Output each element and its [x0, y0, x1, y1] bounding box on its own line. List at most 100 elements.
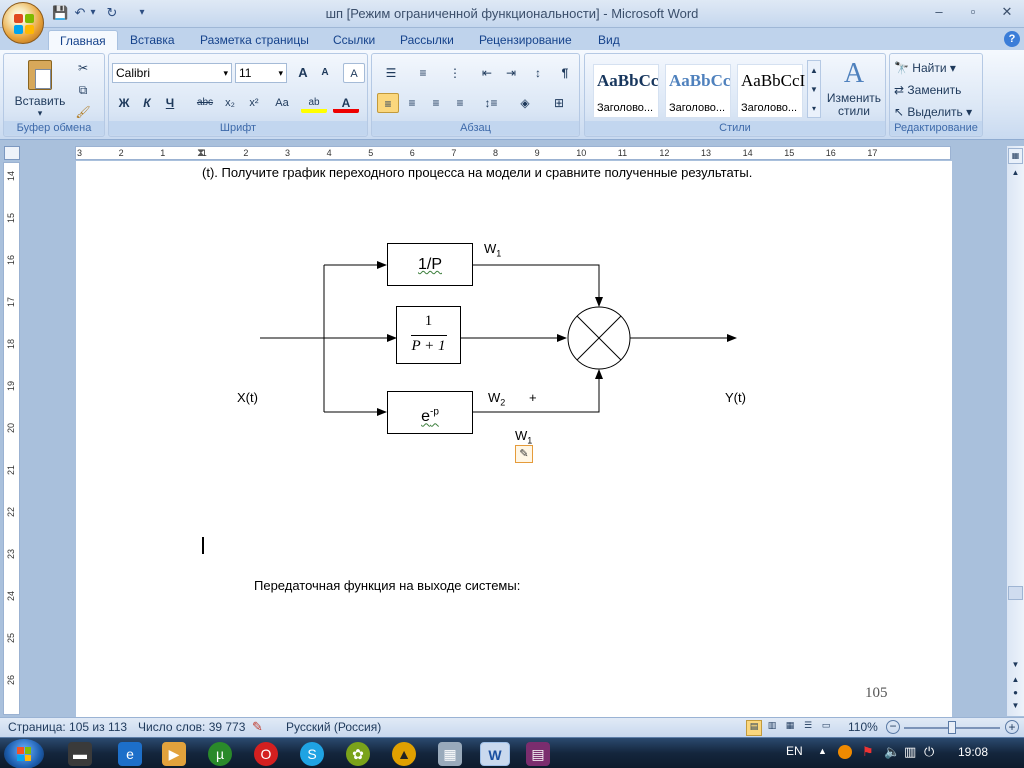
- change-case-button[interactable]: Aa: [275, 97, 289, 109]
- indent-marker-icon[interactable]: ⧗: [197, 147, 205, 159]
- undo-dropdown-icon[interactable]: ▾: [90, 7, 96, 18]
- font-name-select[interactable]: Calibri▾: [112, 63, 232, 83]
- shading-icon[interactable]: ◈: [520, 96, 530, 110]
- integrator-block[interactable]: 1/P: [387, 243, 473, 286]
- print-layout-icon[interactable]: ▤: [746, 720, 762, 736]
- scroll-down-icon[interactable]: ▼: [1011, 660, 1020, 669]
- paste-button[interactable]: Вставить ▾: [12, 58, 68, 118]
- draft-icon[interactable]: ▭: [821, 720, 831, 730]
- sort-icon[interactable]: ↕: [535, 66, 541, 80]
- winrar-icon[interactable]: ▤: [526, 742, 550, 766]
- decrease-indent-icon[interactable]: ⇤: [481, 66, 493, 80]
- calculator-icon[interactable]: ▦: [438, 742, 462, 766]
- lag-block[interactable]: 1 P + 1: [396, 306, 461, 364]
- start-button[interactable]: [4, 739, 44, 768]
- italic-button[interactable]: К: [143, 96, 151, 110]
- word-count[interactable]: Число слов: 39 773: [138, 720, 246, 734]
- network-icon[interactable]: ▥: [904, 744, 917, 759]
- align-right-icon[interactable]: ≡: [432, 96, 440, 110]
- document-page[interactable]: (t). Получите график переходного процесс…: [76, 161, 952, 717]
- highlight-button[interactable]: ab: [301, 93, 327, 113]
- tray-app-icon[interactable]: [838, 745, 852, 759]
- save-icon[interactable]: 💾: [52, 5, 69, 20]
- borders-icon[interactable]: ⊞: [553, 96, 565, 110]
- gear-app-icon[interactable]: ✿: [346, 742, 370, 766]
- show-desktop-icon[interactable]: ▬: [68, 742, 92, 766]
- office-button[interactable]: [2, 2, 44, 44]
- page-count[interactable]: Страница: 105 из 113: [8, 720, 128, 734]
- language-bar[interactable]: EN: [786, 744, 803, 758]
- ruler-toggle-icon[interactable]: ▦: [1008, 148, 1023, 164]
- show-marks-icon[interactable]: ¶: [561, 66, 569, 80]
- justify-icon[interactable]: ≡: [456, 96, 464, 110]
- strikethrough-button[interactable]: abc: [196, 97, 214, 108]
- multilevel-list-icon[interactable]: ⋮: [449, 66, 461, 80]
- maximize-button[interactable]: ▫: [970, 4, 976, 19]
- vertical-scrollbar[interactable]: ▦ ▲ ▼ ▲ ● ▼: [1006, 146, 1024, 716]
- find-button[interactable]: 🔭 Найти ▾: [894, 61, 956, 75]
- grow-font-button[interactable]: A: [298, 65, 308, 80]
- word-taskbar-icon[interactable]: W: [480, 742, 510, 766]
- styles-scroll[interactable]: ▲▼▾: [807, 60, 821, 118]
- numbering-icon[interactable]: ≡: [419, 66, 427, 80]
- style-heading-3[interactable]: AaBbCcI Заголово...: [737, 64, 805, 118]
- underline-button[interactable]: Ч: [165, 96, 175, 110]
- increase-indent-icon[interactable]: ⇥: [505, 66, 517, 80]
- align-left-icon[interactable]: ≡: [377, 93, 399, 113]
- volume-icon[interactable]: 🔈: [884, 744, 901, 759]
- redo-icon[interactable]: ↻: [106, 5, 118, 20]
- proofing-icon[interactable]: ✎: [252, 719, 263, 734]
- power-icon[interactable]: ⏻: [924, 744, 935, 759]
- opera-icon[interactable]: O: [254, 742, 278, 766]
- aimp-icon[interactable]: ▲: [392, 742, 416, 766]
- font-size-select[interactable]: 11▾: [235, 63, 287, 83]
- skype-icon[interactable]: S: [300, 742, 324, 766]
- select-button[interactable]: ↖ Выделить ▾: [894, 105, 973, 119]
- shrink-font-button[interactable]: A: [321, 67, 329, 78]
- prev-page-icon[interactable]: ▲: [1011, 675, 1020, 684]
- zoom-slider-thumb[interactable]: [948, 721, 956, 734]
- network-warning-icon[interactable]: ⚑: [862, 744, 874, 759]
- clock[interactable]: 19:08: [958, 745, 989, 759]
- scroll-up-icon[interactable]: ▲: [1011, 168, 1020, 177]
- format-painter-icon[interactable]: 🖌: [75, 105, 91, 119]
- browse-object-icon[interactable]: ●: [1013, 688, 1018, 697]
- close-button[interactable]: ✕: [1001, 4, 1013, 19]
- zoom-in-icon[interactable]: +: [1005, 720, 1019, 734]
- outline-icon[interactable]: ☰: [803, 720, 813, 730]
- bullets-icon[interactable]: ☰: [385, 66, 397, 80]
- tab-home[interactable]: Главная: [48, 30, 118, 50]
- ruler-tab-selector[interactable]: [4, 146, 20, 160]
- delay-block[interactable]: e-p: [387, 391, 473, 434]
- style-heading-1[interactable]: AaBbCc Заголово...: [593, 64, 659, 118]
- tab-view[interactable]: Вид: [598, 33, 620, 47]
- change-styles-button[interactable]: A Изменить стили: [825, 58, 883, 120]
- clear-format-button[interactable]: A: [343, 63, 365, 83]
- tab-review[interactable]: Рецензирование: [479, 33, 572, 47]
- web-layout-icon[interactable]: ▦: [785, 720, 795, 730]
- scroll-thumb[interactable]: [1008, 586, 1023, 600]
- tray-expand-icon[interactable]: ▲: [818, 746, 827, 756]
- superscript-button[interactable]: x²: [249, 97, 259, 109]
- help-icon[interactable]: ?: [1004, 31, 1020, 47]
- tab-mailings[interactable]: Рассылки: [400, 33, 454, 47]
- next-page-icon[interactable]: ▼: [1011, 701, 1020, 710]
- bold-button[interactable]: Ж: [118, 96, 130, 110]
- zoom-level[interactable]: 110%: [848, 720, 878, 734]
- cut-icon[interactable]: ✂: [77, 61, 89, 75]
- subscript-button[interactable]: x₂: [225, 97, 235, 109]
- language-indicator[interactable]: Русский (Россия): [286, 720, 382, 734]
- embedded-object-icon[interactable]: ✎: [515, 445, 533, 463]
- tab-insert[interactable]: Вставка: [130, 33, 175, 47]
- copy-icon[interactable]: ⧉: [78, 83, 88, 97]
- full-screen-icon[interactable]: ▥: [767, 720, 777, 730]
- internet-explorer-icon[interactable]: e: [118, 742, 142, 766]
- replace-button[interactable]: ⇄ Заменить: [894, 83, 962, 97]
- align-center-icon[interactable]: ≡: [408, 96, 416, 110]
- tab-page-layout[interactable]: Разметка страницы: [200, 33, 309, 47]
- line-spacing-icon[interactable]: ↕≡: [484, 96, 498, 110]
- tab-references[interactable]: Ссылки: [333, 33, 376, 47]
- font-color-button[interactable]: A: [333, 93, 359, 113]
